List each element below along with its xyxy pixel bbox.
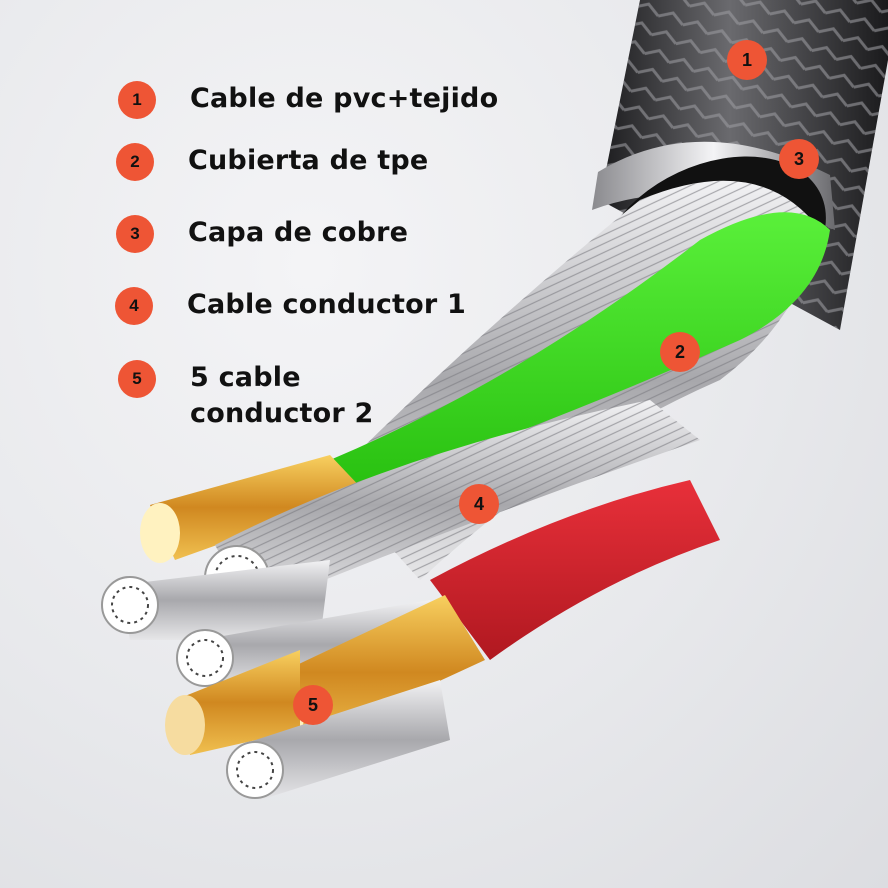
number-badge: 5 bbox=[118, 360, 156, 398]
callout-4: 4 bbox=[459, 484, 499, 524]
callout-1: 1 bbox=[727, 40, 767, 80]
legend-label: Cable conductor 1 bbox=[187, 289, 467, 320]
number-badge: 2 bbox=[116, 143, 154, 181]
legend-item-1: 1 Cable de pvc+tejido bbox=[118, 81, 498, 119]
legend-item-3: 3 Capa de cobre bbox=[116, 215, 408, 253]
legend-label: Capa de cobre bbox=[188, 217, 409, 248]
number-badge: 4 bbox=[115, 287, 153, 325]
number-badge: 3 bbox=[116, 215, 154, 253]
legend-item-4: 4 Cable conductor 1 bbox=[115, 287, 466, 325]
callout-2: 2 bbox=[660, 332, 700, 372]
legend-item-5: 5 5 cable conductor 2 bbox=[118, 360, 374, 432]
callout-3: 3 bbox=[779, 139, 819, 179]
legend-label: Cubierta de tpe bbox=[188, 145, 429, 176]
legend-label: 5 cable conductor 2 bbox=[190, 362, 374, 429]
number-badge: 1 bbox=[118, 81, 156, 119]
callout-5: 5 bbox=[293, 685, 333, 725]
legend-label: Cable de pvc+tejido bbox=[190, 83, 499, 114]
legend-item-2: 2 Cubierta de tpe bbox=[116, 143, 428, 181]
